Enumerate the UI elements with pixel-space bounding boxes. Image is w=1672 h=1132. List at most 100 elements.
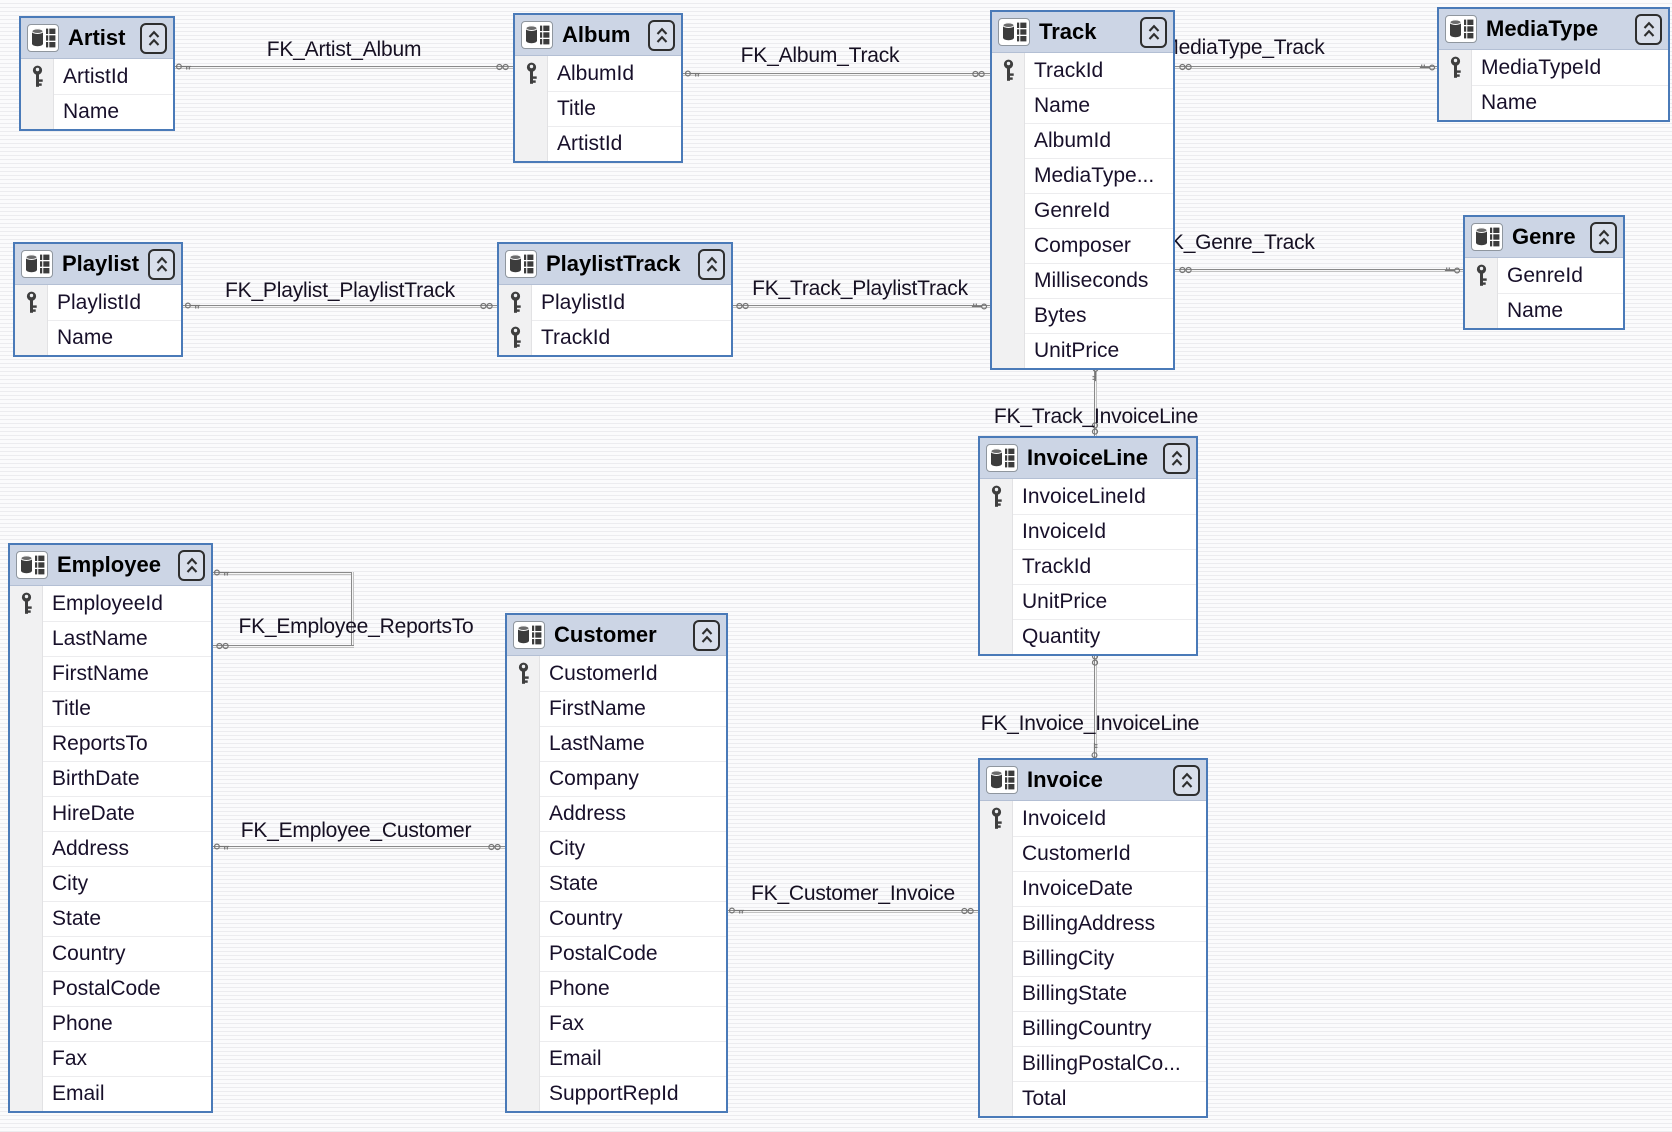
entity-table-header[interactable]: Album [515, 15, 681, 56]
relation-line[interactable] [213, 645, 354, 648]
table-row[interactable]: Address [507, 796, 726, 831]
table-row[interactable]: Email [507, 1041, 726, 1076]
collapse-button[interactable] [140, 22, 167, 54]
table-row[interactable]: AlbumId [515, 56, 681, 91]
entity-table-header[interactable]: PlaylistTrack [499, 244, 731, 285]
entity-table-header[interactable]: Employee [10, 545, 211, 586]
table-row[interactable]: ArtistId [21, 59, 173, 94]
relation-line[interactable] [728, 910, 978, 913]
table-row[interactable]: PlaylistId [499, 285, 731, 320]
table-row[interactable]: SupportRepId [507, 1076, 726, 1111]
table-row[interactable]: ReportsTo [10, 726, 211, 761]
collapse-button[interactable] [1140, 16, 1167, 48]
table-row[interactable]: Composer [992, 228, 1173, 263]
entity-table[interactable]: Invoice InvoiceId CustomerId [978, 758, 1208, 1118]
table-row[interactable]: BillingCity [980, 941, 1206, 976]
relation-line[interactable] [1175, 66, 1437, 69]
relation-line[interactable] [1094, 367, 1097, 436]
collapse-button[interactable] [148, 248, 175, 280]
table-row[interactable]: GenreId [1465, 258, 1623, 293]
table-row[interactable]: Title [515, 91, 681, 126]
relation-label[interactable]: FK_Artist_Album [266, 38, 422, 61]
table-row[interactable]: PostalCode [10, 971, 211, 1006]
relation-label[interactable]: FK_Playlist_PlaylistTrack [225, 279, 455, 302]
table-row[interactable]: LastName [10, 621, 211, 656]
relation-line[interactable] [1094, 653, 1097, 758]
relation-line[interactable] [351, 572, 354, 648]
relation-line[interactable] [213, 572, 354, 575]
relation-line[interactable] [183, 305, 497, 308]
table-row[interactable]: UnitPrice [992, 333, 1173, 368]
collapse-button[interactable] [1173, 764, 1200, 796]
table-row[interactable]: Name [1439, 85, 1668, 120]
table-row[interactable]: FirstName [10, 656, 211, 691]
collapse-button[interactable] [1163, 442, 1190, 474]
entity-table[interactable]: Playlist PlaylistId Name [13, 242, 183, 357]
table-row[interactable]: BillingPostalCo... [980, 1046, 1206, 1081]
entity-table-header[interactable]: Invoice [980, 760, 1206, 801]
table-row[interactable]: UnitPrice [980, 584, 1196, 619]
table-row[interactable]: Name [21, 94, 173, 129]
entity-table-header[interactable]: MediaType [1439, 9, 1668, 50]
table-row[interactable]: Name [992, 88, 1173, 123]
relation-line[interactable] [733, 305, 990, 308]
table-row[interactable]: State [507, 866, 726, 901]
table-row[interactable]: Fax [10, 1041, 211, 1076]
table-row[interactable]: MediaType... [992, 158, 1173, 193]
table-row[interactable]: AlbumId [992, 123, 1173, 158]
relation-label[interactable]: FK_Track_InvoiceLine [993, 405, 1199, 428]
collapse-button[interactable] [1635, 13, 1662, 45]
table-row[interactable]: LastName [507, 726, 726, 761]
entity-table-header[interactable]: Genre [1465, 217, 1623, 258]
collapse-button[interactable] [698, 248, 725, 280]
table-row[interactable]: Title [10, 691, 211, 726]
table-row[interactable]: HireDate [10, 796, 211, 831]
table-row[interactable]: Email [10, 1076, 211, 1111]
relation-line[interactable] [213, 846, 505, 849]
table-row[interactable]: Phone [10, 1006, 211, 1041]
entity-table[interactable]: Genre GenreId Name [1463, 215, 1625, 330]
table-row[interactable]: City [507, 831, 726, 866]
entity-table-header[interactable]: Playlist [15, 244, 181, 285]
entity-table[interactable]: InvoiceLine InvoiceLineId InvoiceId [978, 436, 1198, 656]
entity-table[interactable]: Employee EmployeeId LastName [8, 543, 213, 1113]
relation-label[interactable]: FK_Track_PlaylistTrack [752, 277, 968, 300]
table-row[interactable]: MediaTypeId [1439, 50, 1668, 85]
collapse-button[interactable] [648, 19, 675, 51]
table-row[interactable]: InvoiceLineId [980, 479, 1196, 514]
table-row[interactable]: TrackId [992, 53, 1173, 88]
relation-label[interactable]: FK_Customer_Invoice [751, 882, 955, 905]
entity-table-header[interactable]: Customer [507, 615, 726, 656]
table-row[interactable]: City [10, 866, 211, 901]
table-row[interactable]: Milliseconds [992, 263, 1173, 298]
table-row[interactable]: ArtistId [515, 126, 681, 161]
relation-line[interactable] [683, 73, 990, 76]
table-row[interactable]: BirthDate [10, 761, 211, 796]
relation-label[interactable]: FK_Employee_Customer [240, 819, 472, 842]
table-row[interactable]: Country [507, 901, 726, 936]
table-row[interactable]: InvoiceDate [980, 871, 1206, 906]
entity-table[interactable]: Artist ArtistId Name [19, 16, 175, 131]
table-row[interactable]: Address [10, 831, 211, 866]
entity-table[interactable]: Album AlbumId Title [513, 13, 683, 163]
collapse-button[interactable] [178, 549, 205, 581]
entity-table-header[interactable]: Artist [21, 18, 173, 59]
table-row[interactable]: PostalCode [507, 936, 726, 971]
table-row[interactable]: EmployeeId [10, 586, 211, 621]
table-row[interactable]: PlaylistId [15, 285, 181, 320]
table-row[interactable]: CustomerId [507, 656, 726, 691]
collapse-button[interactable] [1590, 221, 1617, 253]
relation-label[interactable]: FK_Genre_Track [1157, 231, 1315, 254]
table-row[interactable]: BillingState [980, 976, 1206, 1011]
relation-line[interactable] [175, 66, 513, 69]
table-row[interactable]: FirstName [507, 691, 726, 726]
table-row[interactable]: BillingCountry [980, 1011, 1206, 1046]
entity-table-header[interactable]: InvoiceLine [980, 438, 1196, 479]
table-row[interactable]: Country [10, 936, 211, 971]
relation-label[interactable]: FK_Album_Track [740, 44, 900, 67]
table-row[interactable]: Quantity [980, 619, 1196, 654]
table-row[interactable]: Bytes [992, 298, 1173, 333]
table-row[interactable]: Fax [507, 1006, 726, 1041]
table-row[interactable]: TrackId [499, 320, 731, 355]
table-row[interactable]: Phone [507, 971, 726, 1006]
